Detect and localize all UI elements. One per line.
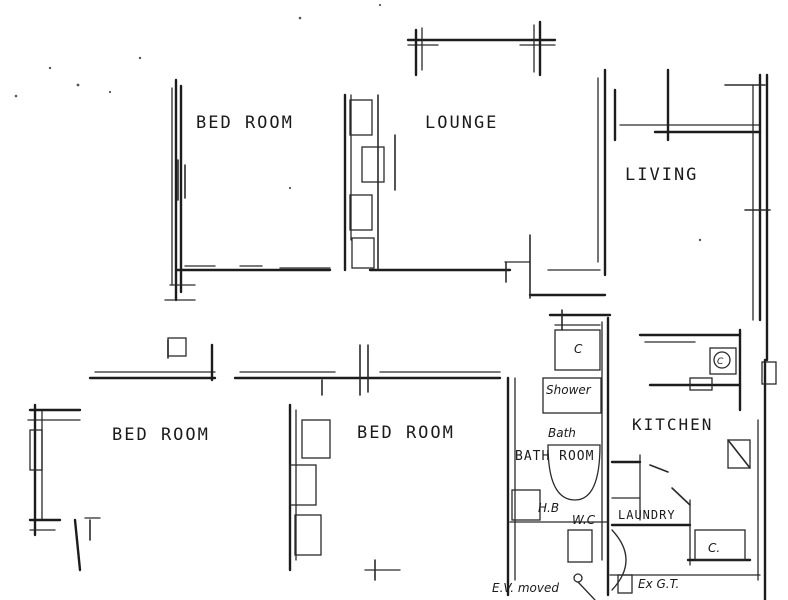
wall-bedroom-center [210, 343, 502, 581]
wall-laundry [573, 460, 761, 600]
room-label-lounge: LOUNGE [425, 113, 498, 133]
room-label-bathroom: BATH ROOM [515, 449, 594, 464]
fixture-label-bath: Bath [548, 426, 576, 440]
fixture-label-shower: Shower [546, 383, 592, 397]
wall-bedroom-left [27, 337, 217, 572]
room-label-laundry: LAUNDRY [618, 508, 676, 522]
fixture-label-cupboard-laundry: C. [708, 541, 720, 555]
fixture-label-wc: W.C [572, 513, 596, 527]
wall-lounge [343, 20, 607, 299]
wall-bedroom-top-left [164, 78, 332, 302]
room-label-bedroom-center: BED ROOM [357, 423, 455, 443]
room-label-living: LIVING [625, 165, 698, 185]
wall-living [613, 68, 771, 362]
room-label-bedroom-left: BED ROOM [112, 425, 210, 445]
note-ev-moved: E.V. moved [492, 581, 559, 595]
wall-bathroom [506, 309, 612, 597]
wall-kitchen [638, 328, 777, 600]
sketch-specks [14, 3, 702, 242]
fixture-label-cupboard-kitchen: C [717, 357, 724, 367]
fixture-label-cupboard-bath: C [574, 342, 583, 356]
note-ex-gt: Ex G.T. [638, 577, 679, 591]
walls [27, 20, 777, 600]
room-label-bedroom-top-left: BED ROOM [196, 113, 294, 133]
room-label-kitchen: KITCHEN [632, 415, 713, 434]
fixture-label-hand-basin: H.B [538, 501, 559, 515]
